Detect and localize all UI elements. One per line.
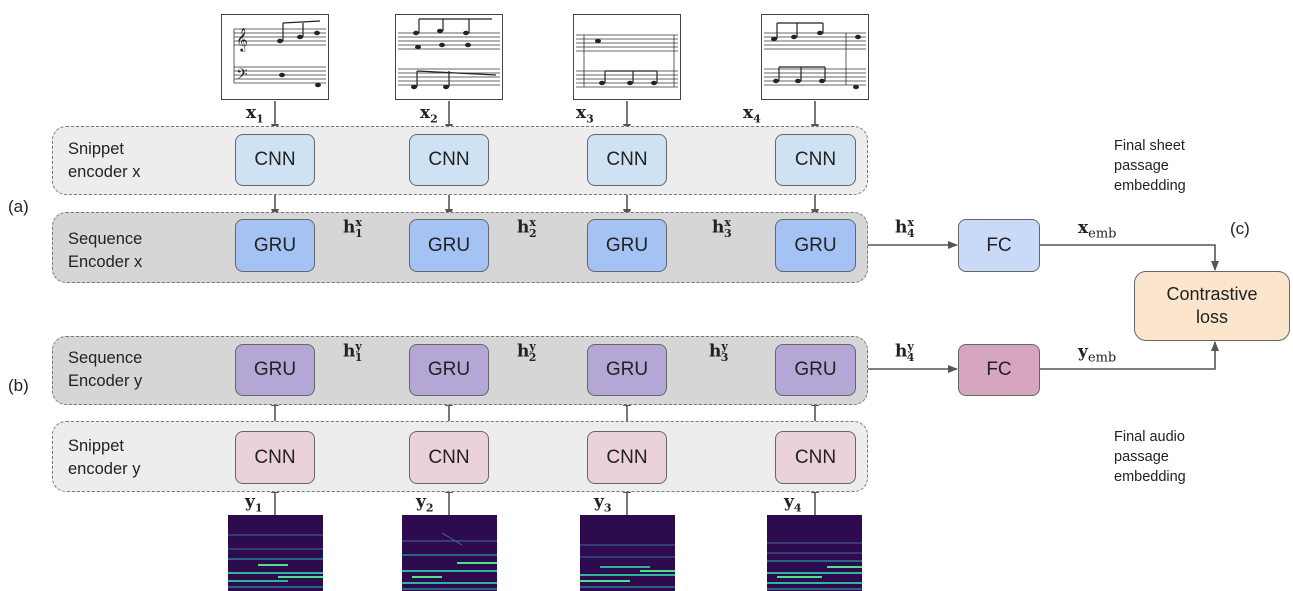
hidden-state-x1: hx1 — [343, 216, 363, 241]
y-emb-label: yemb — [1078, 342, 1117, 366]
x-emb-label: xemb — [1078, 218, 1117, 242]
cnn-x-3: CNN — [587, 134, 667, 186]
gru-x-2: GRU — [409, 219, 489, 272]
cnn-x-2: CNN — [409, 134, 489, 186]
gru-x-3: GRU — [587, 219, 667, 272]
cnn-y-3: CNN — [587, 431, 667, 484]
gru-y-1: GRU — [235, 344, 315, 396]
label-c: (c) — [1230, 219, 1250, 238]
gru-y-3: GRU — [587, 344, 667, 396]
label-b: (b) — [8, 376, 29, 395]
fc-y: FC — [958, 344, 1040, 396]
spectrogram-2 — [402, 515, 497, 591]
input-y1-label: y1 — [245, 492, 263, 515]
gru-y-2: GRU — [409, 344, 489, 396]
label-a: (a) — [8, 197, 29, 216]
svg-text:𝄞: 𝄞 — [236, 27, 248, 52]
input-y4-label: y4 — [784, 492, 802, 515]
hidden-state-y4: hy4 — [895, 340, 915, 365]
gru-x-4: GRU — [775, 219, 856, 272]
hidden-state-y1: hy1 — [343, 340, 363, 365]
gru-x-1: GRU — [235, 219, 315, 272]
hidden-state-x4: hx4 — [895, 216, 915, 241]
input-x3-label: x3 — [576, 103, 594, 126]
cnn-y-2: CNN — [409, 431, 489, 484]
input-x2-label: x2 — [420, 103, 438, 126]
input-x1-label: x1 — [246, 103, 264, 126]
spectrogram-3 — [580, 515, 675, 591]
input-y2-label: y2 — [416, 492, 434, 515]
sheet-snippet-1: 𝄞 𝄢 — [221, 14, 329, 100]
svg-text:𝄢: 𝄢 — [236, 66, 248, 87]
input-x4-label: x4 — [743, 103, 761, 126]
gru-y-4: GRU — [775, 344, 856, 396]
hidden-state-y2: hy2 — [517, 340, 537, 365]
hidden-state-y3: hy3 — [709, 340, 729, 365]
sheet-snippet-4 — [761, 14, 869, 100]
hidden-state-x2: hx2 — [517, 216, 537, 241]
cnn-y-1: CNN — [235, 431, 315, 484]
cnn-y-4: CNN — [775, 431, 856, 484]
spectrogram-1 — [228, 515, 323, 591]
cnn-x-1: CNN — [235, 134, 315, 186]
sheet-snippet-2 — [395, 14, 503, 100]
hidden-state-x3: hx3 — [712, 216, 732, 241]
fc-x: FC — [958, 219, 1040, 272]
spectrogram-4 — [767, 515, 862, 591]
cnn-x-4: CNN — [775, 134, 856, 186]
input-y3-label: y3 — [594, 492, 612, 515]
sheet-snippet-3 — [573, 14, 681, 100]
